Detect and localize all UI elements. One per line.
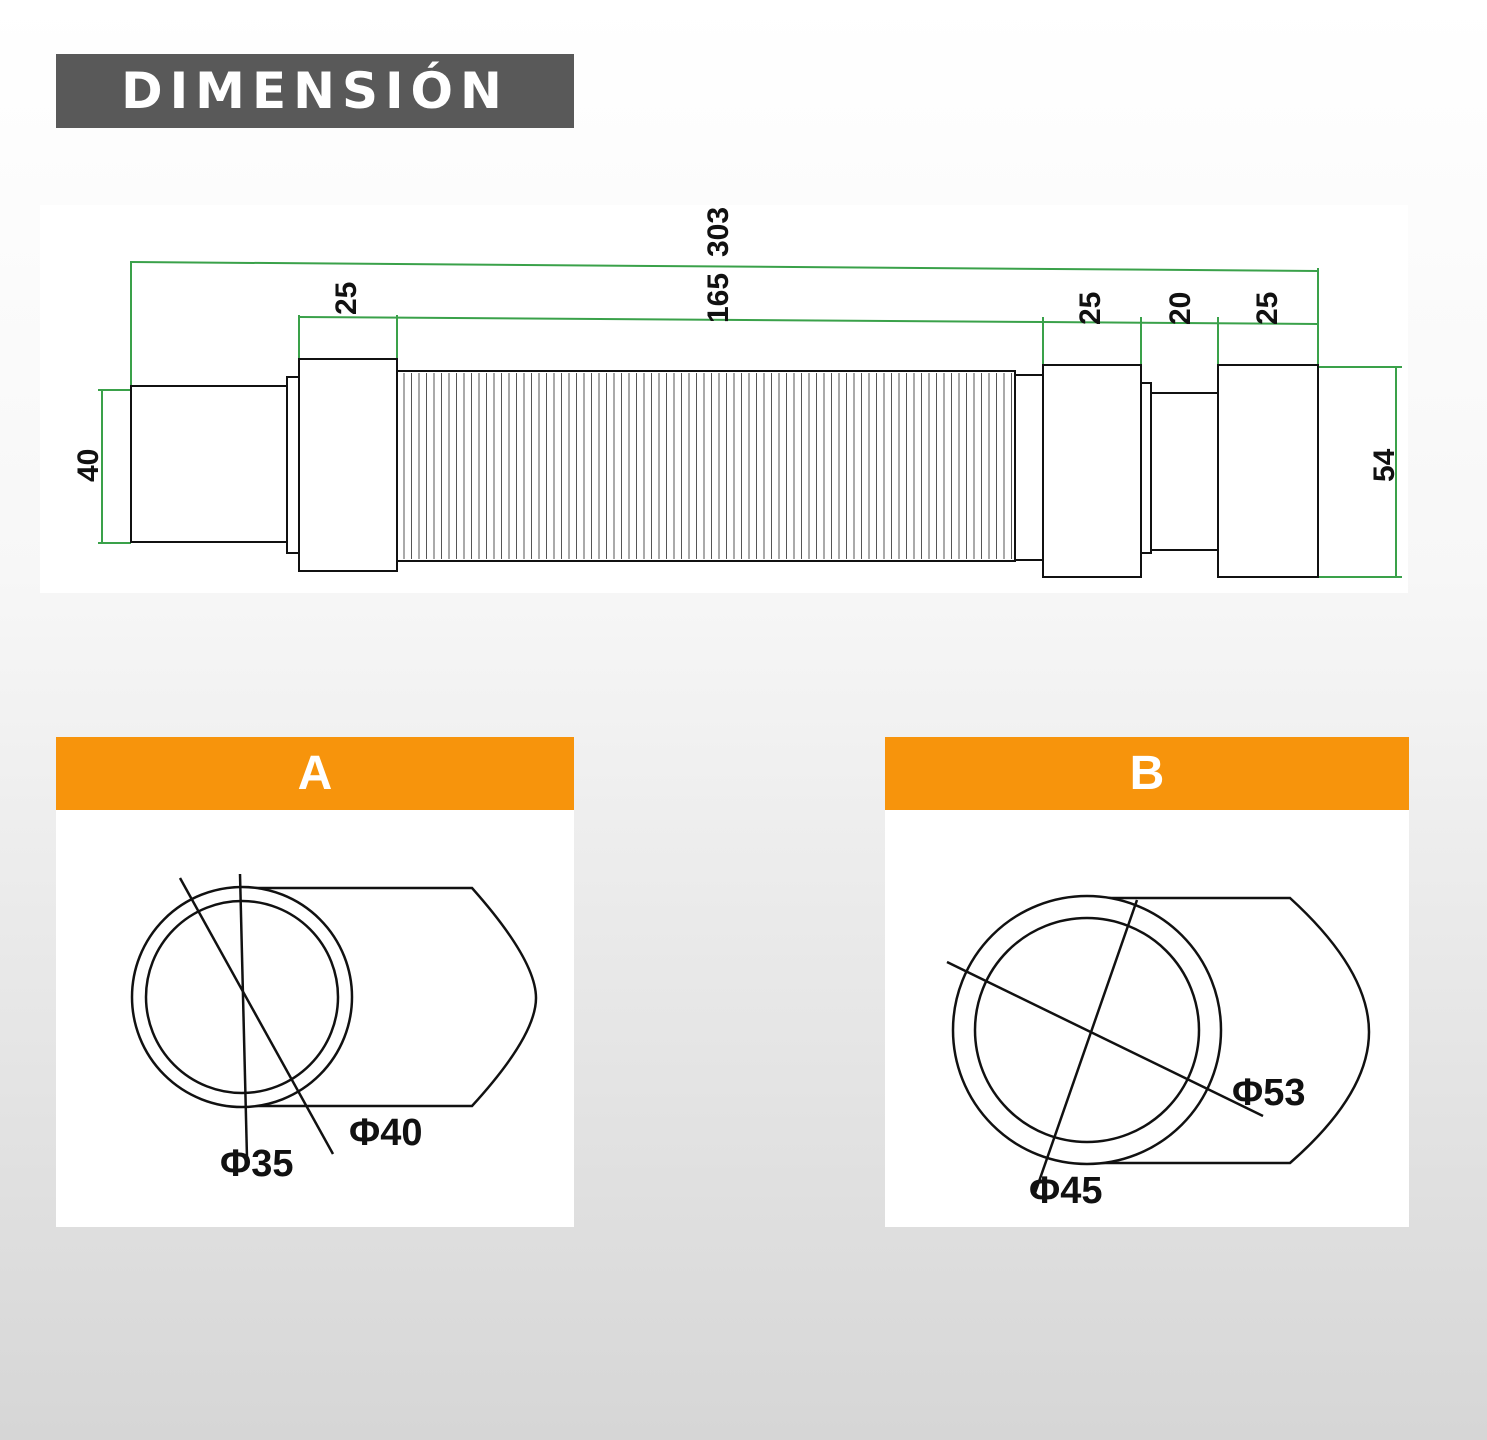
hose-ribs: [403, 373, 1012, 559]
total-length-label: 303: [702, 207, 735, 257]
detail-b-inner-circle: [973, 916, 1201, 1144]
left-ring: [286, 376, 300, 554]
spigot-label: 20: [1164, 292, 1197, 325]
end-cap: [1217, 364, 1319, 578]
detail-b-outer-diameter-label: Φ53: [1232, 1072, 1305, 1114]
detail-a-drawing: [130, 873, 538, 1159]
right-ring: [1140, 382, 1152, 554]
detail-b-inner-diameter-label: Φ45: [1029, 1170, 1102, 1212]
right-collar-label: 25: [1074, 292, 1107, 325]
fitting-outline: [130, 358, 1319, 578]
detail-b-header: B: [885, 737, 1409, 810]
detail-a-inner-diameter-label: Φ35: [220, 1143, 293, 1185]
hose-length-label: 165: [702, 273, 735, 323]
left-collar-label: 25: [330, 282, 363, 315]
detail-a-panel: A Φ40 Φ35: [56, 737, 574, 1227]
end-cap-label: 25: [1251, 292, 1284, 325]
detail-b-inner-diameter-line: [1033, 899, 1139, 1194]
detail-a-header: A: [56, 737, 574, 810]
hose-end: [1014, 374, 1044, 561]
side-view-drawing: 303 165 25 25 20 25 40 54: [40, 205, 1408, 593]
left-diameter-label: 40: [72, 449, 105, 482]
corrugated-hose: [396, 370, 1016, 562]
detail-a-outer-diameter-label: Φ40: [349, 1112, 422, 1154]
detail-a-inner-circle: [144, 899, 340, 1095]
detail-b-drawing: [946, 894, 1371, 1194]
detail-a-inner-diameter-line: [238, 873, 249, 1159]
dimension-lines: [98, 261, 1402, 578]
side-view-svg: 303 165 25 25 20 25 40 54: [72, 207, 1402, 578]
left-pipe-section: [130, 385, 288, 543]
page-title: DIMENSIÓN: [56, 54, 574, 128]
detail-b-outer-diameter-line: [946, 960, 1264, 1118]
detail-b-panel: B Φ53 Φ45: [885, 737, 1409, 1227]
detail-a-svg: Φ40 Φ35: [130, 873, 538, 1185]
right-collar: [1042, 364, 1142, 578]
right-diameter-label: 54: [1368, 448, 1401, 482]
left-collar: [298, 358, 398, 572]
detail-a-pipe-body: [242, 886, 538, 1108]
detail-b-pipe-body: [1087, 896, 1371, 1165]
detail-a-outer-diameter-line: [178, 877, 335, 1155]
detail-b-svg: Φ53 Φ45: [946, 894, 1371, 1212]
